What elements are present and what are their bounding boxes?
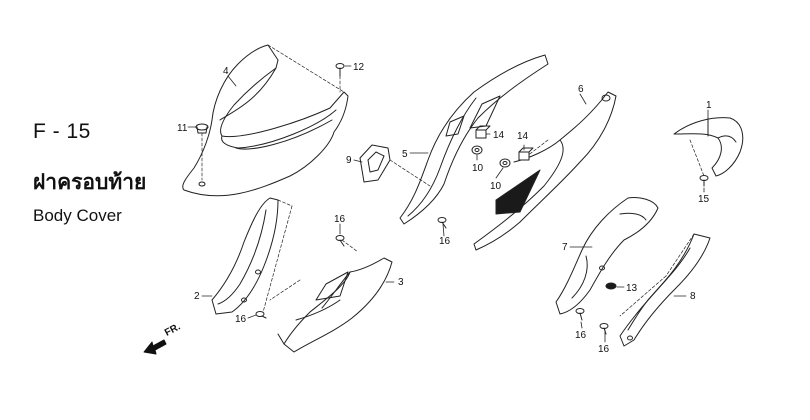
part-2-side-panel (211, 197, 293, 317)
part-8-side-strip (619, 233, 711, 347)
callout-3: 3 (398, 277, 404, 288)
callout-16d: 16 (575, 330, 587, 341)
callout-4: 4 (223, 66, 229, 77)
callout-16e: 16 (598, 344, 610, 355)
callout-9: 9 (346, 155, 352, 166)
callout-5: 5 (402, 149, 408, 160)
callout-numbers: 1 2 3 4 5 6 7 8 9 10 10 11 12 13 14 14 1… (177, 62, 712, 355)
part-11-grommet (195, 123, 209, 181)
part-4-rear-cowl (182, 44, 349, 197)
callout-11: 11 (177, 123, 188, 134)
callout-14b: 14 (517, 131, 529, 142)
part-10-nut-a (471, 145, 483, 155)
callout-10b: 10 (490, 181, 502, 192)
leader-lines (187, 65, 709, 343)
callout-1: 1 (706, 100, 712, 111)
part-16-screw-c (255, 311, 267, 319)
callout-13: 13 (626, 283, 638, 294)
title-thai: ฝาครอบท้าย (33, 170, 147, 194)
part-5-side-cover (399, 54, 549, 225)
part-10-nut-b (499, 158, 511, 168)
part-9-bracket (359, 144, 431, 187)
front-direction-arrow-icon (143, 339, 167, 355)
part-16-screw-e (599, 323, 609, 335)
part-7-side-panel (555, 197, 659, 315)
callout-14a: 14 (493, 130, 505, 141)
part-6-side-cover (473, 91, 617, 251)
part-14-clip-b (518, 147, 534, 161)
callout-6: 6 (578, 84, 584, 95)
callout-7: 7 (562, 242, 568, 253)
part-16-screw-b (437, 217, 447, 229)
part-1-cap (673, 117, 744, 177)
part-3-side-panel (269, 239, 393, 353)
callout-16a: 16 (334, 214, 346, 225)
callout-10a: 10 (472, 163, 484, 174)
title-english: Body Cover (33, 206, 122, 225)
callout-16c: 16 (235, 314, 247, 325)
part-16-screw-a (335, 235, 345, 247)
part-16-screw-d (575, 308, 585, 321)
callout-15: 15 (698, 194, 710, 205)
callout-8: 8 (690, 291, 696, 302)
part-14-clip-a (475, 125, 491, 139)
part-13-grommet (605, 282, 617, 290)
part-12-screw (335, 63, 345, 93)
part-15-screw (699, 175, 709, 187)
callout-2: 2 (194, 291, 200, 302)
figure-code: F - 15 (33, 120, 91, 143)
callout-16b: 16 (439, 236, 451, 247)
callout-12: 12 (353, 62, 365, 73)
